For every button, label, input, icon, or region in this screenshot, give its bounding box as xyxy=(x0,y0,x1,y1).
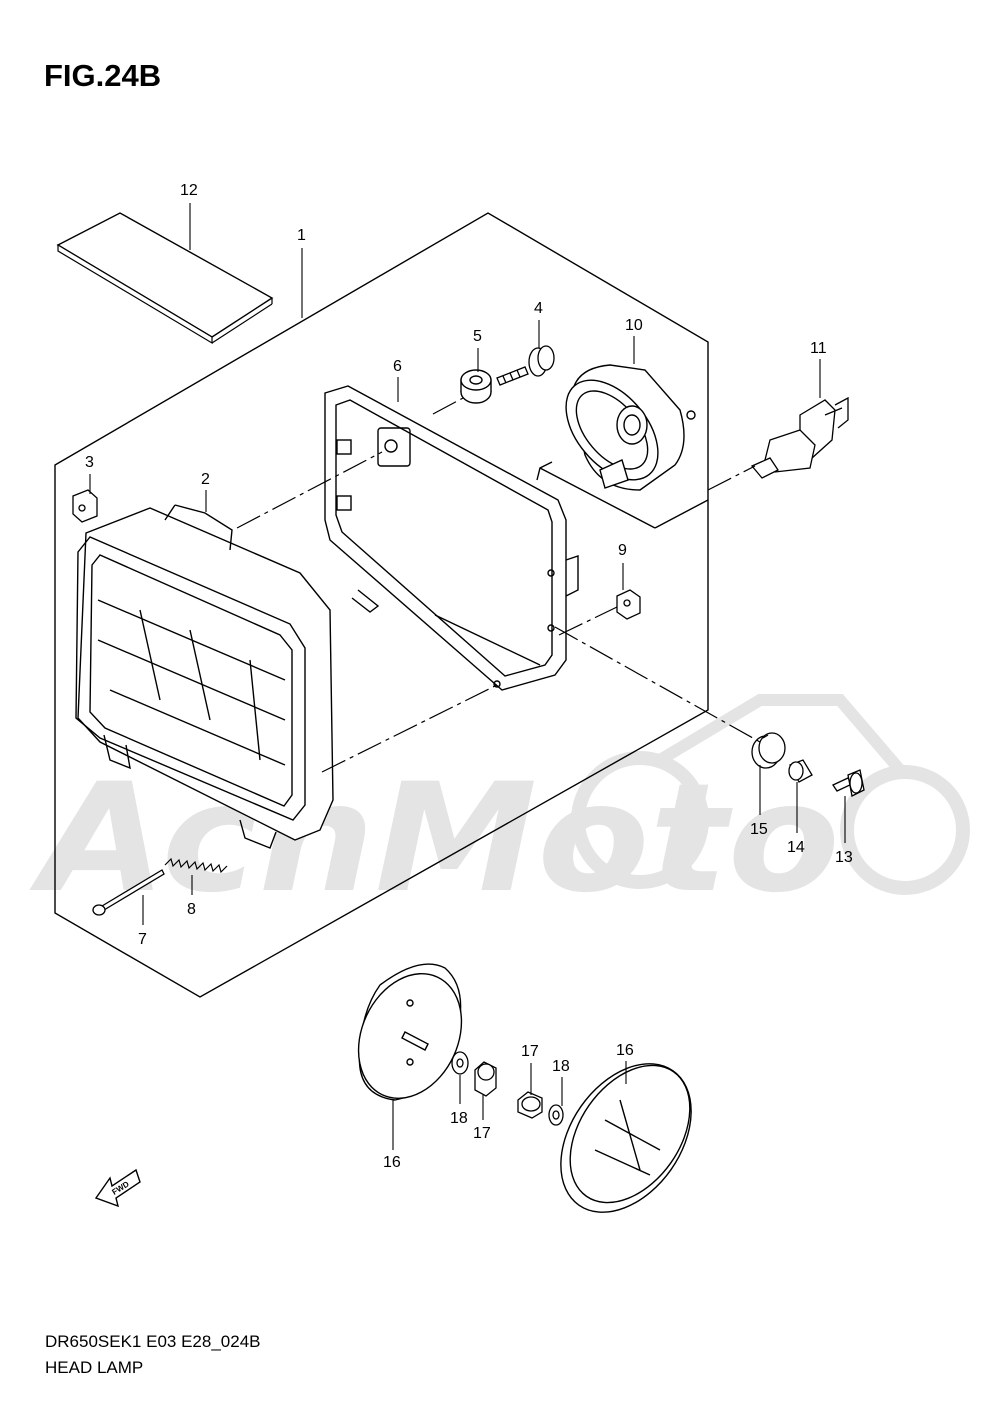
part-6-lamp-frame xyxy=(324,385,579,691)
callout-10: 10 xyxy=(625,317,643,334)
callout-17-left: 17 xyxy=(473,1125,491,1142)
leader-lines xyxy=(89,203,846,1150)
callout-15: 15 xyxy=(750,821,768,838)
part-2-headlamp-unit xyxy=(75,504,334,849)
part-17-nut-b xyxy=(517,1091,543,1119)
part-10-socket-cover xyxy=(565,364,696,491)
watermark-text: AchMoto xyxy=(29,752,840,926)
callout-12: 12 xyxy=(180,182,198,199)
part-12-label-sheet xyxy=(56,212,274,345)
callout-11: 11 xyxy=(810,340,827,357)
part-18-washer-b xyxy=(548,1104,564,1126)
callout-8: 8 xyxy=(187,901,196,918)
fwd-arrow-icon: FWD xyxy=(94,1168,141,1208)
assembly-boundary xyxy=(54,212,709,998)
callout-18-right: 18 xyxy=(552,1058,570,1075)
callout-14: 14 xyxy=(787,839,805,856)
part-3-clip xyxy=(72,489,98,523)
callout-13: 13 xyxy=(835,849,853,866)
callout-2: 2 xyxy=(201,471,210,488)
callout-17-right: 17 xyxy=(521,1043,539,1060)
part-14-collar xyxy=(788,759,813,783)
watermark: AchMoto xyxy=(29,694,970,926)
callout-1: 1 xyxy=(297,227,306,244)
callout-labels: 12 1 4 5 10 11 6 3 2 9 15 14 13 8 7 16 1… xyxy=(85,182,853,1171)
part-4-adjuster-screw xyxy=(496,345,555,386)
figure-title: FIG.24B xyxy=(44,58,162,93)
callout-7: 7 xyxy=(138,931,147,948)
callout-9: 9 xyxy=(618,542,627,559)
part-15-nut xyxy=(751,732,786,769)
part-18-washer-a xyxy=(451,1051,469,1075)
callout-16-front: 16 xyxy=(616,1042,634,1059)
part-9-clip xyxy=(616,589,641,620)
part-8-spring xyxy=(164,857,228,874)
callout-4: 4 xyxy=(534,300,543,317)
part-17-nut-a xyxy=(474,1061,497,1097)
figure-name: HEAD LAMP xyxy=(45,1358,144,1377)
part-7-adjusting-screw xyxy=(92,869,165,916)
part-13-bolt xyxy=(832,769,865,797)
assembly-guidelines xyxy=(236,397,761,773)
figure-code: DR650SEK1 E03 E28_024B xyxy=(45,1332,261,1351)
callout-5: 5 xyxy=(473,328,482,345)
callout-6: 6 xyxy=(393,358,402,375)
part-16-lens-cap xyxy=(560,1063,692,1213)
part-16-rear-cap xyxy=(357,963,463,1101)
socket-cover-bracket xyxy=(536,461,709,529)
part-11-bulb xyxy=(750,396,849,479)
callout-16-rear: 16 xyxy=(383,1154,401,1171)
part-5-grommet xyxy=(460,369,492,404)
callout-18-left: 18 xyxy=(450,1110,468,1127)
callout-3: 3 xyxy=(85,454,94,471)
